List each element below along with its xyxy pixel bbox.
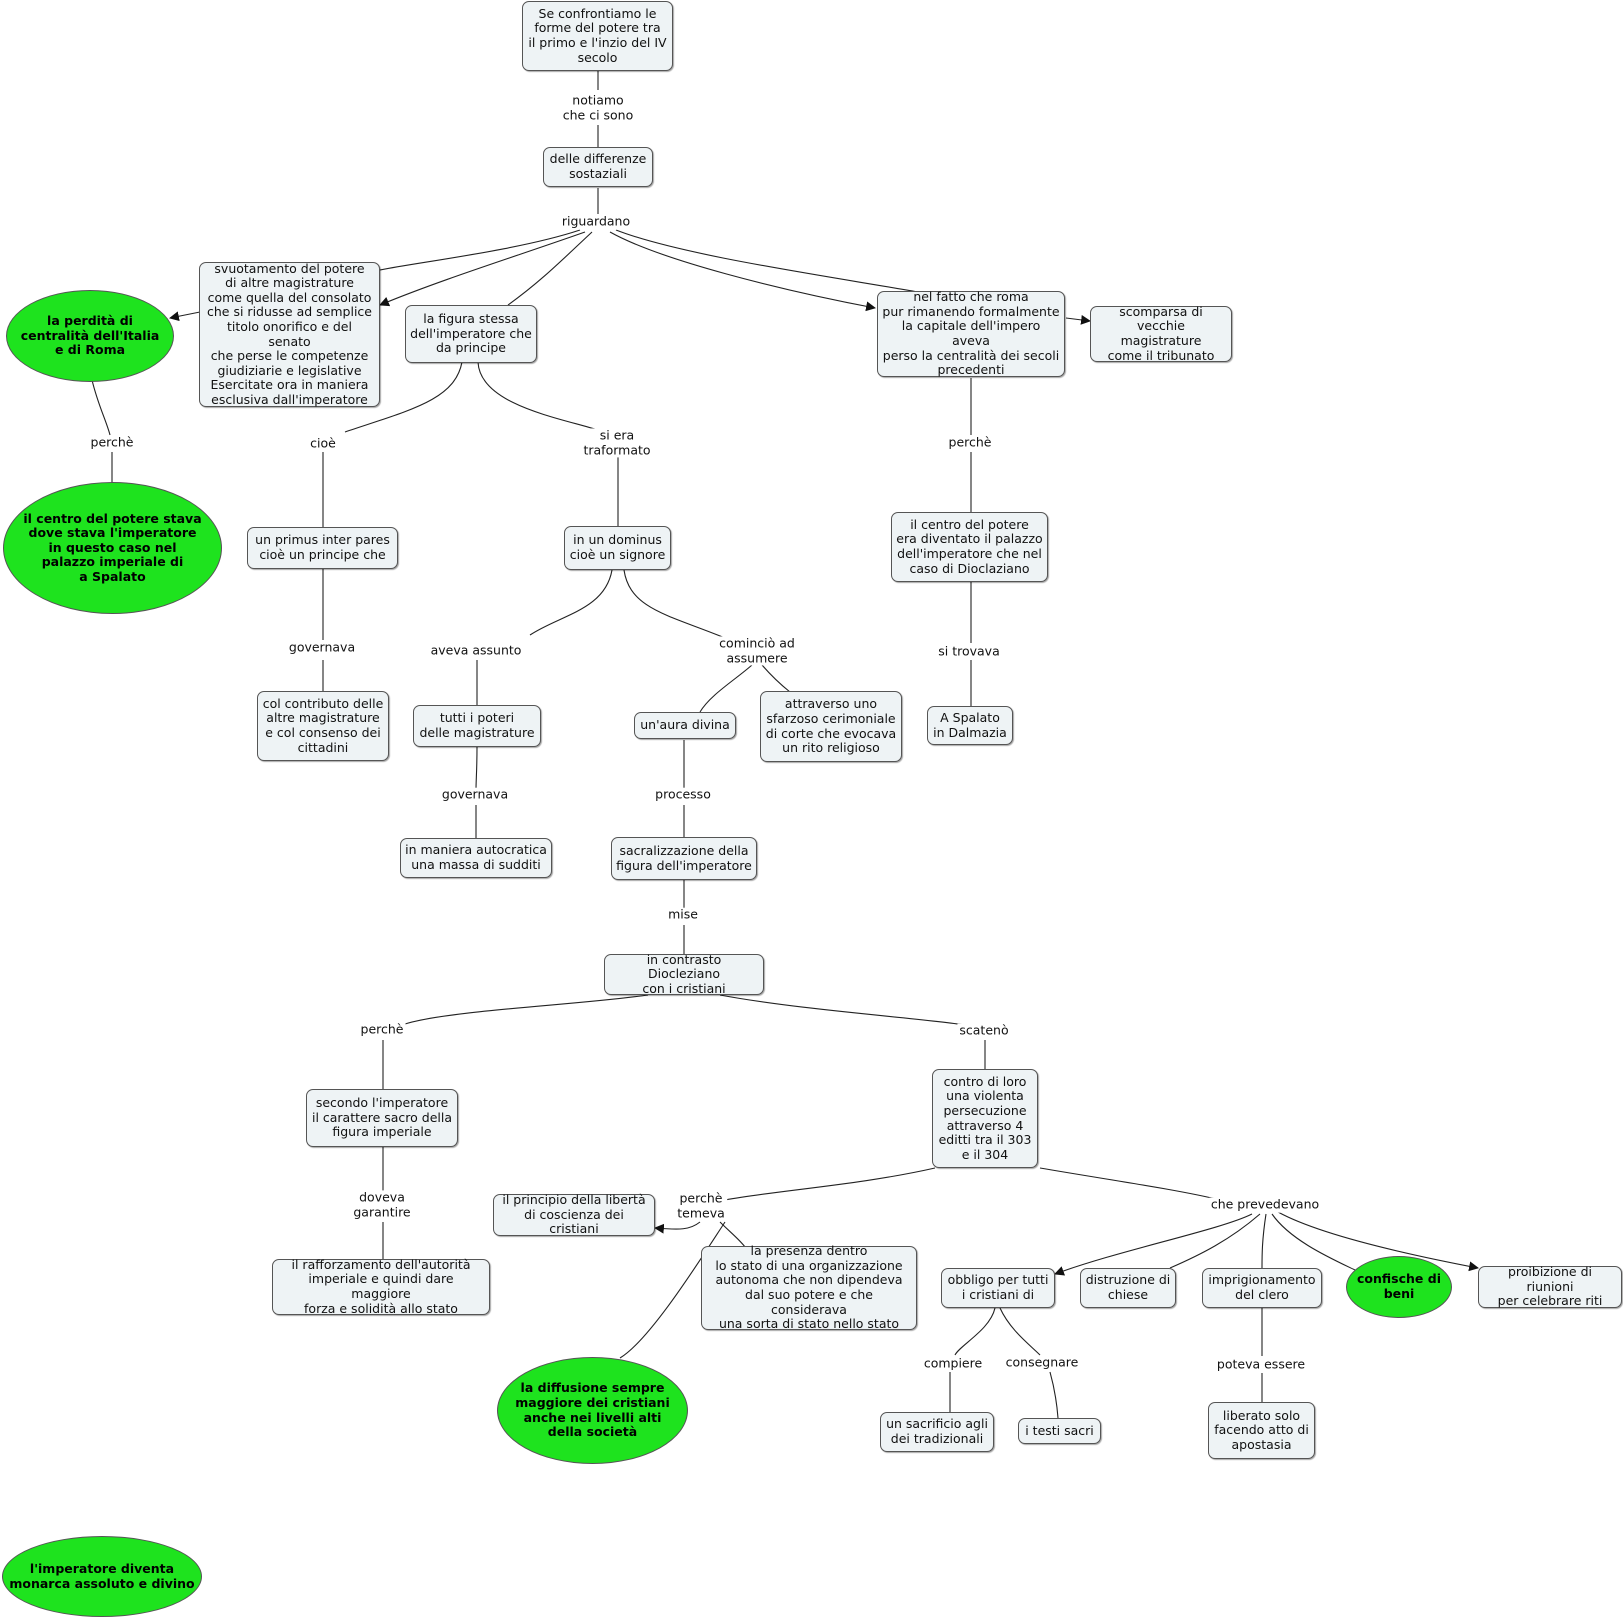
concept-poteri-node[interactable]: tutti i poteri delle magistrature [413,705,541,747]
link-label-governava-1: governava [286,639,358,656]
edge [477,361,599,431]
concept-sfarzoso-node[interactable]: attraverso uno sfarzoso cerimoniale di c… [760,691,902,762]
edge [954,1307,996,1356]
concept-differenze-node[interactable]: delle differenze sostaziali [543,147,653,187]
link-label-si-trovava: si trovava [936,643,1002,660]
edge [507,231,593,306]
concept-roma-node[interactable]: nel fatto che roma pur rimanendo formalm… [877,289,1065,377]
concept-autocratica-node[interactable]: in maniera autocratica una massa di sudd… [400,838,552,878]
concept-dominus-node[interactable]: in un dominus cioè un signore [564,526,671,570]
link-label-comincio: cominciò ad assumere [717,635,797,666]
edge [761,664,791,693]
edge [609,231,876,312]
link-label-perche-3: perchè [946,434,994,451]
link-label-scateno: scatenò [957,1022,1011,1039]
concept-centro-palazzo-node[interactable]: il centro del potere era diventato il pa… [891,512,1048,582]
edge [623,569,731,641]
link-label-aveva-assunto: aveva assunto [428,642,524,659]
edge [724,1167,936,1201]
concept-primus-node[interactable]: un primus inter pares cioè un principe c… [247,527,398,569]
concept-imprigionamento-node[interactable]: imprigionamento del clero [1202,1268,1322,1308]
edge [379,229,581,271]
edge [404,994,649,1025]
concept-obbligo-node[interactable]: obbligo per tutti i cristiani di [941,1268,1055,1308]
concept-rafforzamento-node[interactable]: il rafforzamento dell'autorità imperiale… [272,1257,490,1315]
edge [654,1221,701,1234]
concept-testi-node[interactable]: i testi sacri [1018,1418,1101,1444]
edge [169,311,201,322]
edge [699,664,753,713]
link-label-cioe: cioè [308,435,338,452]
link-label-perche-temeva: perchè temeva [675,1190,727,1221]
link-label-processo: processo [653,786,713,803]
concept-imperatore-diventa-oval[interactable]: l'imperatore diventa monarca assoluto e … [2,1536,202,1617]
concept-persecuzione-node[interactable]: contro di loro una violenta persecuzione… [932,1069,1038,1168]
link-label-perche-1: perchè [88,434,136,451]
edge [1049,1371,1059,1419]
concept-presenza-node[interactable]: la presenza dentro lo stato di una organ… [701,1243,917,1331]
link-label-notiamo: notiamo che ci sono [560,92,636,123]
link-label-doveva: doveva garantire [351,1189,413,1220]
edge [1054,1213,1253,1276]
concept-proibizione-node[interactable]: proibizione di riunioni per celebrare ri… [1478,1264,1622,1308]
concept-contrasto-node[interactable]: in contrasto Diocleziano con i cristiani [604,952,764,996]
link-label-poteva-essere: poteva essere [1214,1356,1308,1373]
edge [999,1307,1041,1356]
link-label-riguardano: riguardano [559,213,633,230]
edge [615,229,919,293]
concept-spalato-node[interactable]: A Spalato in Dalmazia [927,706,1013,745]
concept-diffusione-oval[interactable]: la diffusione sempre maggiore dei cristi… [497,1357,688,1464]
link-label-perche-2: perchè [358,1021,406,1038]
concept-col-contributo-node[interactable]: col contributo delle altre magistrature … [257,691,389,761]
edge [1277,1211,1479,1272]
edge [1039,1167,1221,1201]
edge [1261,1213,1267,1269]
concept-aura-node[interactable]: un'aura divina [634,712,736,739]
concept-svuotamento-node[interactable]: svuotamento del potere di altre magistra… [199,261,380,407]
edge [344,361,463,433]
edge [1169,1213,1261,1269]
link-label-mise: mise [666,906,700,923]
concept-sacrificio-node[interactable]: un sacrificio agli dei tradizionali [880,1412,994,1452]
edge [379,231,586,307]
edge [1065,314,1091,325]
edge [719,994,966,1026]
concept-liberato-node[interactable]: liberato solo facendo atto di apostasia [1208,1402,1315,1459]
edge [475,746,478,791]
concept-distruzione-node[interactable]: distruzione di chiese [1080,1268,1176,1308]
concept-perdita-oval[interactable]: la perdità di centralità dell'Italia e d… [6,290,174,382]
concept-sacralizzazione-node[interactable]: sacralizzazione della figura dell'impera… [611,837,757,880]
edge [529,569,613,636]
concept-confische-oval[interactable]: confische di beni [1346,1256,1452,1318]
concept-centro-spalato-oval[interactable]: il centro del potere stava dove stava l'… [3,482,222,614]
concept-secondo-node[interactable]: secondo l'imperatore il carattere sacro … [306,1089,458,1147]
concept-liberta-node[interactable]: il principio della libertà di coscienza … [493,1192,655,1236]
link-label-governava-2: governava [439,786,511,803]
concept-scomparsa-node[interactable]: scomparsa di vecchie magistrature come i… [1090,304,1232,362]
edge [719,1221,746,1248]
link-label-che-prevedevano: che prevedevano [1208,1196,1322,1213]
link-label-compiere: compiere [921,1355,985,1372]
concept-figura-node[interactable]: la figura stessa dell'imperatore che da … [405,305,537,363]
link-label-consegnare: consegnare [1003,1354,1081,1371]
concept-root-node[interactable]: Se confrontiamo le forme del potere tra … [522,1,673,71]
link-label-si-era: si era traformato [581,427,653,458]
edge [1271,1213,1356,1271]
edge [91,379,111,436]
edge [619,1221,726,1359]
